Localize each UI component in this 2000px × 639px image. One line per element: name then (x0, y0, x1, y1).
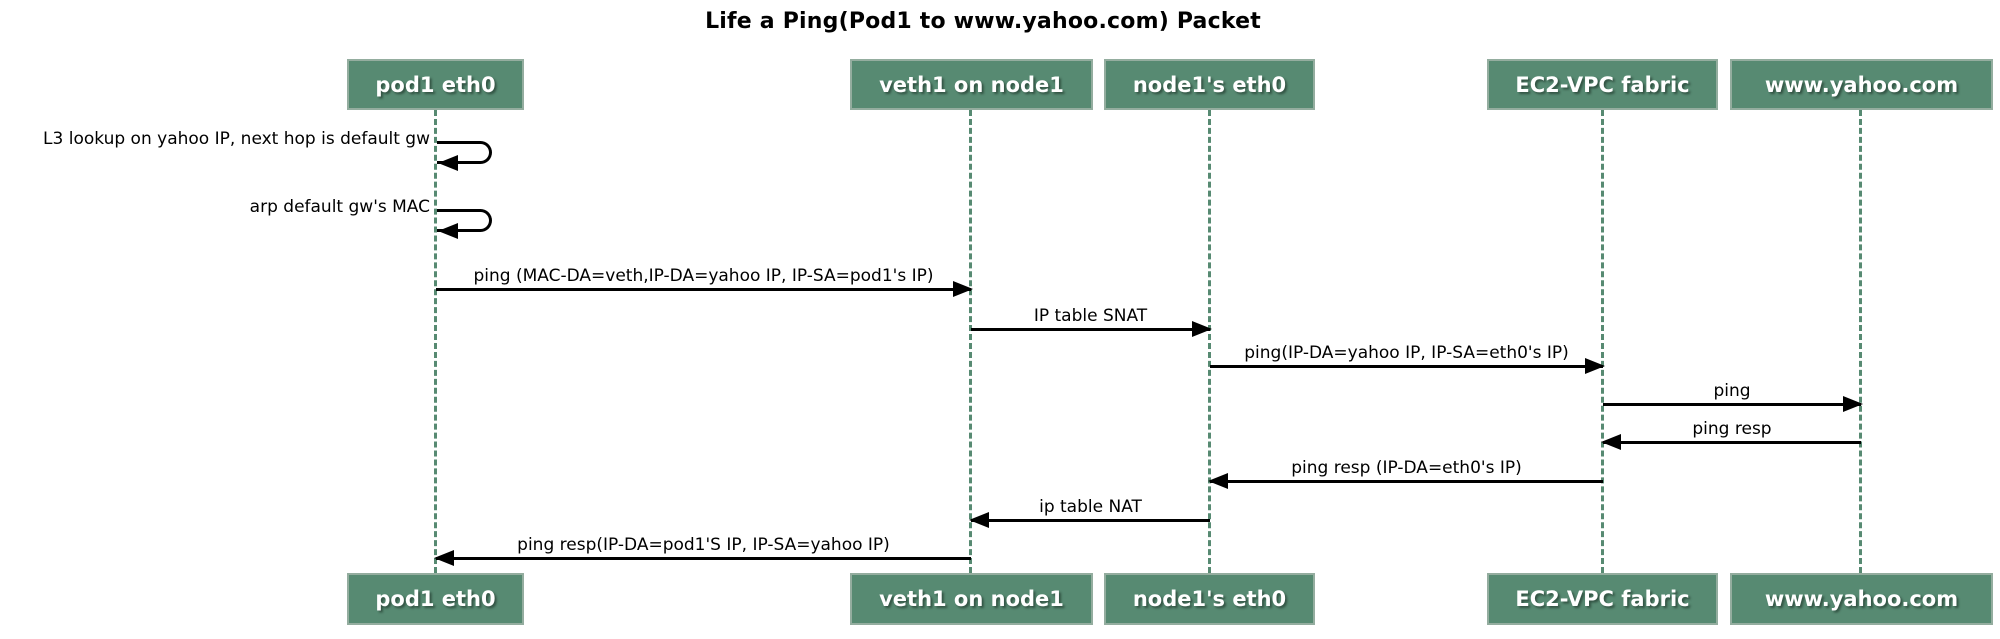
actor-box-top-veth1-on-node1: veth1 on node1 (850, 59, 1093, 110)
arrowhead-left-icon (969, 512, 989, 528)
self-message-label-l3-lookup: L3 lookup on yahoo IP, next hop is defau… (43, 129, 430, 149)
actor-box-top-ec2-vpc-fabric: EC2-VPC fabric (1487, 59, 1718, 110)
message-line (436, 281, 973, 297)
message-line (434, 550, 971, 566)
arrowhead-left-icon (434, 550, 454, 566)
message-label: ping resp (1692, 419, 1772, 439)
message-line (1603, 396, 1863, 412)
actor-box-bottom-ec2-vpc-fabric: EC2-VPC fabric (1487, 573, 1718, 625)
message-label: ping resp(IP-DA=pod1'S IP, IP-SA=yahoo I… (517, 535, 890, 555)
message-ip-table-nat: ip table NAT (969, 497, 1210, 528)
lifeline-www-yahoo-com (1859, 110, 1862, 573)
arrowhead-right-icon (1585, 358, 1605, 374)
actor-box-bottom-pod1-eth0: pod1 eth0 (347, 573, 524, 625)
arrowhead-right-icon (1192, 321, 1212, 337)
diagram-title: Life a Ping(Pod1 to www.yahoo.com) Packe… (705, 9, 1261, 34)
self-message-loop-arp (437, 209, 492, 232)
self-message-arrowhead-l3-lookup (438, 155, 458, 171)
message-label: ip table NAT (1039, 497, 1142, 517)
actor-box-top-pod1-eth0: pod1 eth0 (347, 59, 524, 110)
message-ping-node1-to-ec2: ping(IP-DA=yahoo IP, IP-SA=eth0's IP) (1210, 343, 1605, 374)
message-ip-table-snat: IP table SNAT (971, 306, 1212, 337)
self-message-label-arp: arp default gw's MAC (249, 197, 430, 217)
lifeline-veth1-on-node1 (969, 110, 972, 573)
lifeline-node1s-eth0 (1208, 110, 1211, 573)
message-label: IP table SNAT (1033, 306, 1148, 326)
message-ping-resp-yahoo-to-ec2: ping resp (1601, 419, 1861, 450)
lifeline-ec2-vpc-fabric (1601, 110, 1604, 573)
message-label: ping resp (IP-DA=eth0's IP) (1291, 458, 1522, 478)
message-line (1601, 434, 1861, 450)
arrowhead-right-icon (953, 281, 973, 297)
arrowhead-left-icon (1208, 473, 1228, 489)
message-ping-resp-ec2-to-node1: ping resp (IP-DA=eth0's IP) (1208, 458, 1603, 489)
message-ping-ec2-to-yahoo: ping (1603, 381, 1863, 412)
actor-box-bottom-node1s-eth0: node1's eth0 (1104, 573, 1315, 625)
message-ping-resp-veth1-to-pod1: ping resp(IP-DA=pod1'S IP, IP-SA=yahoo I… (434, 535, 971, 566)
self-message-arrowhead-arp (438, 223, 458, 239)
lifeline-pod1-eth0 (434, 110, 437, 573)
message-label: ping(IP-DA=yahoo IP, IP-SA=eth0's IP) (1244, 343, 1569, 363)
message-line (1208, 473, 1603, 489)
message-label: ping (1713, 381, 1751, 401)
actor-box-bottom-www-yahoo-com: www.yahoo.com (1730, 573, 1993, 625)
message-line (1210, 358, 1605, 374)
actor-box-bottom-veth1-on-node1: veth1 on node1 (850, 573, 1093, 625)
arrowhead-right-icon (1843, 396, 1863, 412)
self-message-loop-l3-lookup (437, 141, 492, 164)
message-line (971, 321, 1212, 337)
message-ping-pod1-to-veth1: ping (MAC-DA=veth,IP-DA=yahoo IP, IP-SA=… (436, 266, 973, 297)
arrowhead-left-icon (1601, 434, 1621, 450)
actor-box-top-www-yahoo-com: www.yahoo.com (1730, 59, 1993, 110)
actor-box-top-node1s-eth0: node1's eth0 (1104, 59, 1315, 110)
message-label: ping (MAC-DA=veth,IP-DA=yahoo IP, IP-SA=… (473, 266, 934, 286)
message-line (969, 512, 1210, 528)
